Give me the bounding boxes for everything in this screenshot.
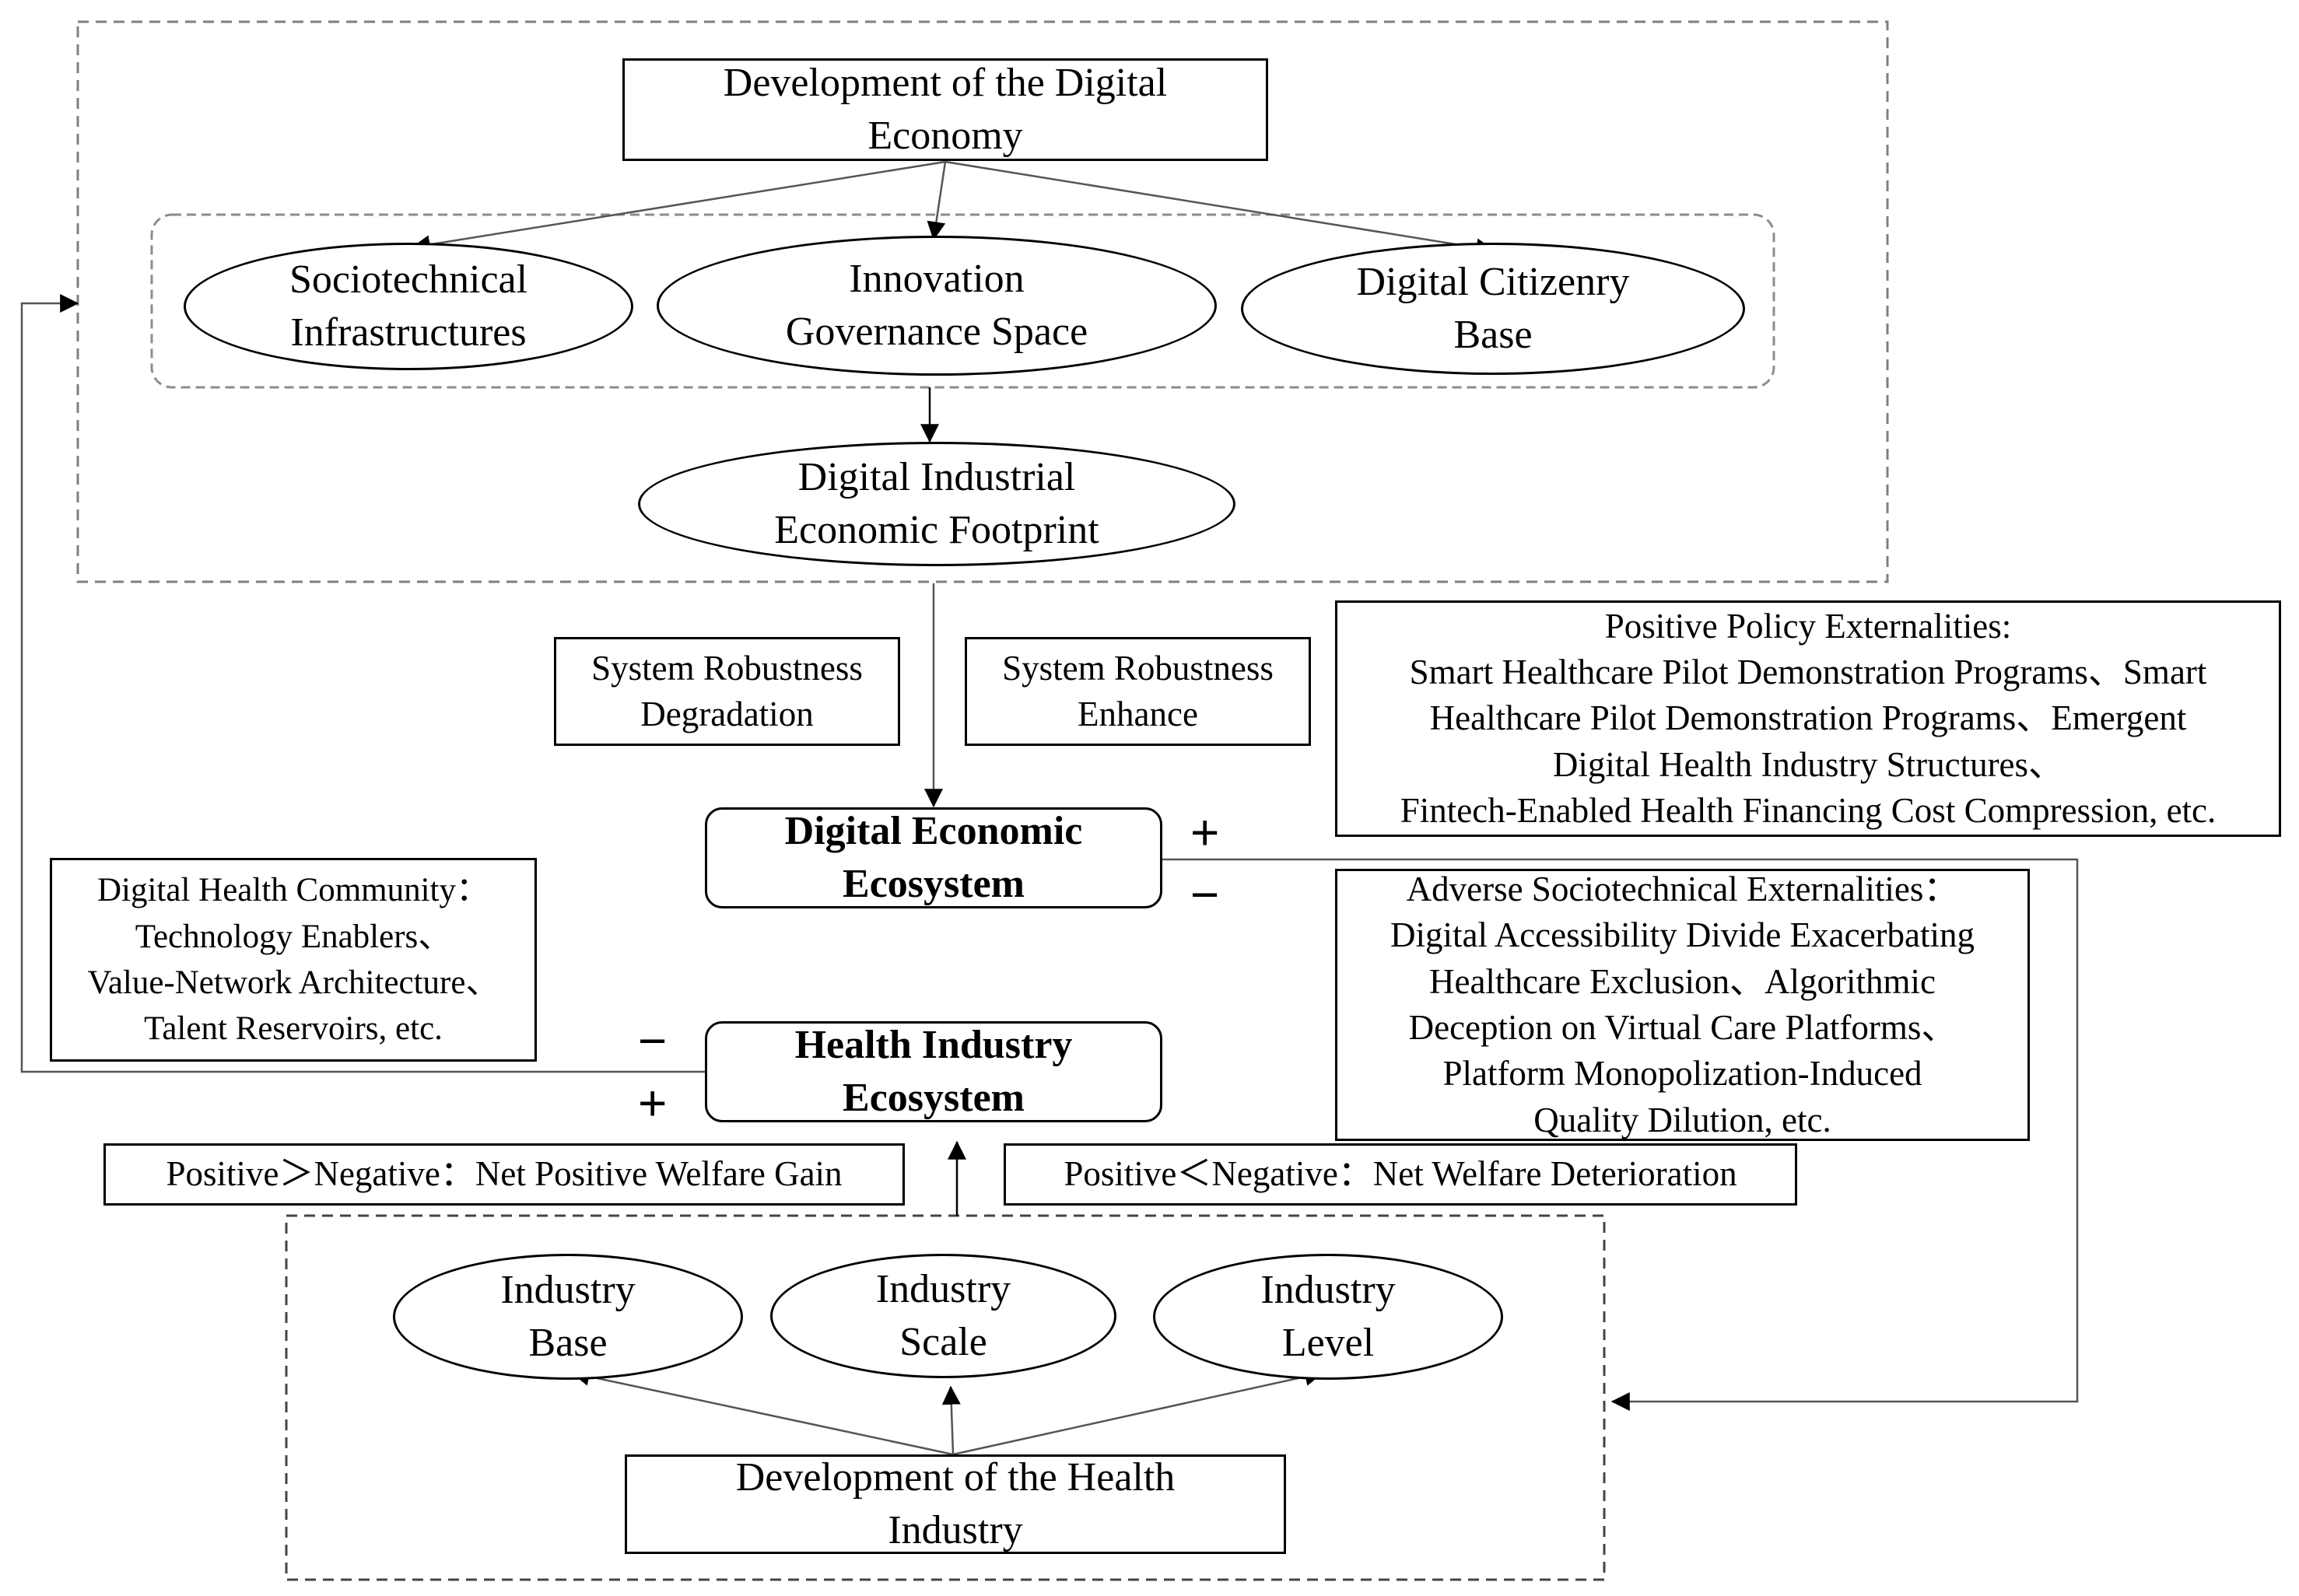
- positive-policy-line-1: Positive Policy Externalities:: [1604, 606, 2012, 646]
- industry-scale-line-1: Industry: [875, 1267, 1011, 1312]
- innovation-governance-space-ellipse: Innovation Governance Space: [657, 236, 1217, 376]
- digital-ecosystem-line-2: Ecosystem: [843, 862, 1025, 906]
- net-welfare-deterioration-text: Positive＜Negative：Net Welfare Deteriorat…: [1064, 1154, 1737, 1194]
- arrow-health-feedback-loop: [20, 294, 705, 1073]
- innovation-line-1: Innovation: [849, 257, 1025, 302]
- arrow-health-to-base: [570, 1367, 954, 1456]
- sociotechnical-line-2: Infrastructures: [290, 310, 527, 355]
- net-welfare-deterioration-box: Positive＜Negative：Net Welfare Deteriorat…: [1004, 1143, 1797, 1206]
- digital-economy-title-line-1: Development of the Digital: [723, 61, 1168, 106]
- industry-base-line-2: Base: [528, 1321, 608, 1365]
- arrow-digital-to-governance: [927, 161, 947, 241]
- health-ecosystem-plus-sign: +: [638, 1075, 668, 1131]
- industry-level-line-2: Level: [1281, 1321, 1375, 1365]
- adverse-line-6: Quality Dilution, etc.: [1533, 1100, 1831, 1139]
- industry-scale-line-2: Scale: [899, 1320, 987, 1364]
- adverse-line-5: Platform Monopolization-Induced: [1442, 1054, 1922, 1094]
- digital-ecosystem-minus-sign: −: [1190, 866, 1220, 922]
- arrow-ecosystem-to-health-region: [1162, 858, 2079, 1411]
- positive-policy-line-3: Healthcare Pilot Demonstration Programs、…: [1429, 698, 2187, 738]
- community-line-1: Digital Health Community：: [96, 872, 489, 909]
- adverse-line-2: Digital Accessibility Divide Exacerbatin…: [1390, 915, 1975, 955]
- degradation-line-2: Degradation: [640, 695, 814, 733]
- digital-economic-ecosystem-box: Digital Economic Ecosystem: [705, 807, 1162, 908]
- health-ecosystem-line-2: Ecosystem: [843, 1076, 1025, 1120]
- digital-ecosystem-plus-sign: +: [1190, 804, 1220, 860]
- health-ecosystem-minus-sign: −: [638, 1013, 668, 1069]
- digital-ecosystem-line-1: Digital Economic: [784, 809, 1083, 854]
- arrow-digital-to-citizenry: [944, 160, 1495, 257]
- industry-level-line-1: Industry: [1260, 1268, 1396, 1313]
- sociotechnical-infrastructures-ellipse: Sociotechnical Infrastructures: [184, 243, 633, 370]
- positive-policy-line-5: Fintech-Enabled Health Financing Cost Co…: [1400, 791, 2217, 831]
- citizenry-line-1: Digital Citizenry: [1356, 260, 1630, 305]
- adverse-line-3: Healthcare Exclusion、Algorithmic: [1428, 961, 1936, 1001]
- robustness-enhance-box: System Robustness Enhance: [965, 637, 1311, 746]
- adverse-line-4: Deception on Virtual Care Platforms、: [1408, 1008, 1957, 1047]
- health-industry-ecosystem-box: Health Industry Ecosystem: [705, 1021, 1162, 1122]
- positive-policy-externalities-box: Positive Policy Externalities: Smart Hea…: [1335, 600, 2281, 837]
- footprint-line-1: Digital Industrial: [797, 455, 1076, 500]
- robustness-degradation-box: System Robustness Degradation: [554, 637, 900, 746]
- health-industry-title-line-1: Development of the Health: [735, 1455, 1176, 1500]
- arrow-health-to-scale: [941, 1385, 961, 1455]
- sociotechnical-line-1: Sociotechnical: [289, 257, 528, 303]
- enhance-line-1: System Robustness: [1002, 648, 1274, 688]
- health-ecosystem-line-1: Health Industry: [794, 1023, 1073, 1068]
- community-line-4: Talent Reservoirs, etc.: [144, 1010, 443, 1048]
- digital-industrial-footprint-ellipse: Digital Industrial Economic Footprint: [638, 442, 1235, 566]
- adverse-externalities-box: Adverse Sociotechnical Externalities： Di…: [1335, 869, 2030, 1141]
- health-industry-title-box: Development of the Health Industry: [625, 1454, 1286, 1554]
- innovation-line-2: Governance Space: [785, 310, 1088, 354]
- industry-base-line-1: Industry: [500, 1268, 636, 1313]
- digital-economy-title-box: Development of the Digital Economy: [622, 58, 1268, 161]
- enhance-line-2: Enhance: [1078, 695, 1198, 733]
- citizenry-line-2: Base: [1453, 313, 1533, 357]
- net-positive-welfare-box: Positive＞Negative：Net Positive Welfare G…: [103, 1143, 905, 1206]
- adverse-line-1: Adverse Sociotechnical Externalities：: [1406, 869, 1959, 908]
- footprint-line-2: Economic Footprint: [774, 508, 1099, 552]
- positive-policy-line-2: Smart Healthcare Pilot Demonstration Pro…: [1409, 652, 2207, 691]
- digital-health-community-box: Digital Health Community： Technology Ena…: [50, 858, 537, 1062]
- digital-citizenry-base-ellipse: Digital Citizenry Base: [1241, 243, 1745, 375]
- arrow-health-to-level: [952, 1367, 1324, 1456]
- industry-level-ellipse: Industry Level: [1153, 1254, 1503, 1380]
- positive-policy-line-4: Digital Health Industry Structures、: [1552, 744, 2064, 784]
- industry-scale-ellipse: Industry Scale: [770, 1254, 1116, 1378]
- digital-dimensions-group: [150, 213, 1775, 389]
- arrow-digital-to-infrastructures: [411, 160, 946, 254]
- health-industry-title-line-2: Industry: [888, 1508, 1023, 1552]
- net-positive-welfare-text: Positive＞Negative：Net Positive Welfare G…: [166, 1154, 843, 1194]
- degradation-line-1: System Robustness: [591, 648, 863, 688]
- community-line-2: Technology Enablers、: [135, 918, 452, 955]
- digital-economy-title-line-2: Economy: [867, 114, 1023, 158]
- industry-base-ellipse: Industry Base: [393, 1254, 743, 1380]
- community-line-3: Value-Network Architecture、: [87, 964, 499, 1001]
